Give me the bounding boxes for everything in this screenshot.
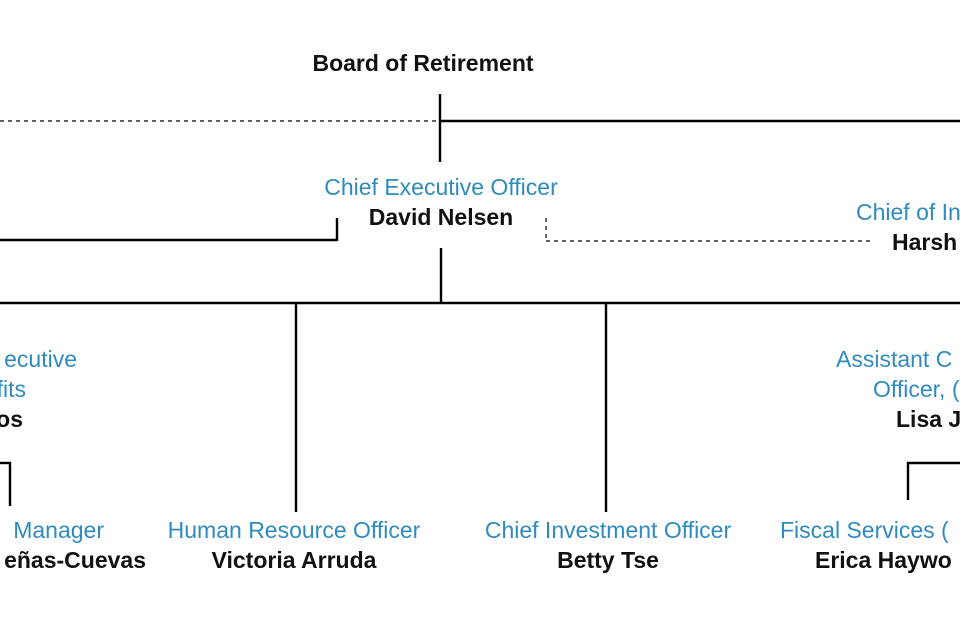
right-assistant-title-line2: Officer, ( [873,376,960,402]
right-officer-name: Harsh [892,229,957,255]
right-assistant-name: Lisa J [896,406,960,432]
ceo-title: Chief Executive Officer [324,174,558,200]
connector-lines [0,94,960,512]
left-officer-title-line2: fits [0,376,26,402]
right-officer-title: Chief of In [856,199,960,225]
right-assistant-title-line1: Assistant C [836,346,952,372]
hr-title: Human Resource Officer [168,517,421,543]
fiscal-name: Erica Haywo [815,547,952,573]
hr-name: Victoria Arruda [212,547,377,573]
fiscal-title: Fiscal Services ( [780,517,949,543]
board-label: Board of Retirement [312,50,533,76]
ceo-name: David Nelsen [369,204,513,230]
left-officer-name: os [0,406,23,432]
left-officer-title-line1: ecutive [4,346,77,372]
left-manager-title: Manager [13,517,104,543]
left-manager-name: eñas-Cuevas [4,547,146,573]
cio-title: Chief Investment Officer [485,517,732,543]
cio-name: Betty Tse [557,547,659,573]
